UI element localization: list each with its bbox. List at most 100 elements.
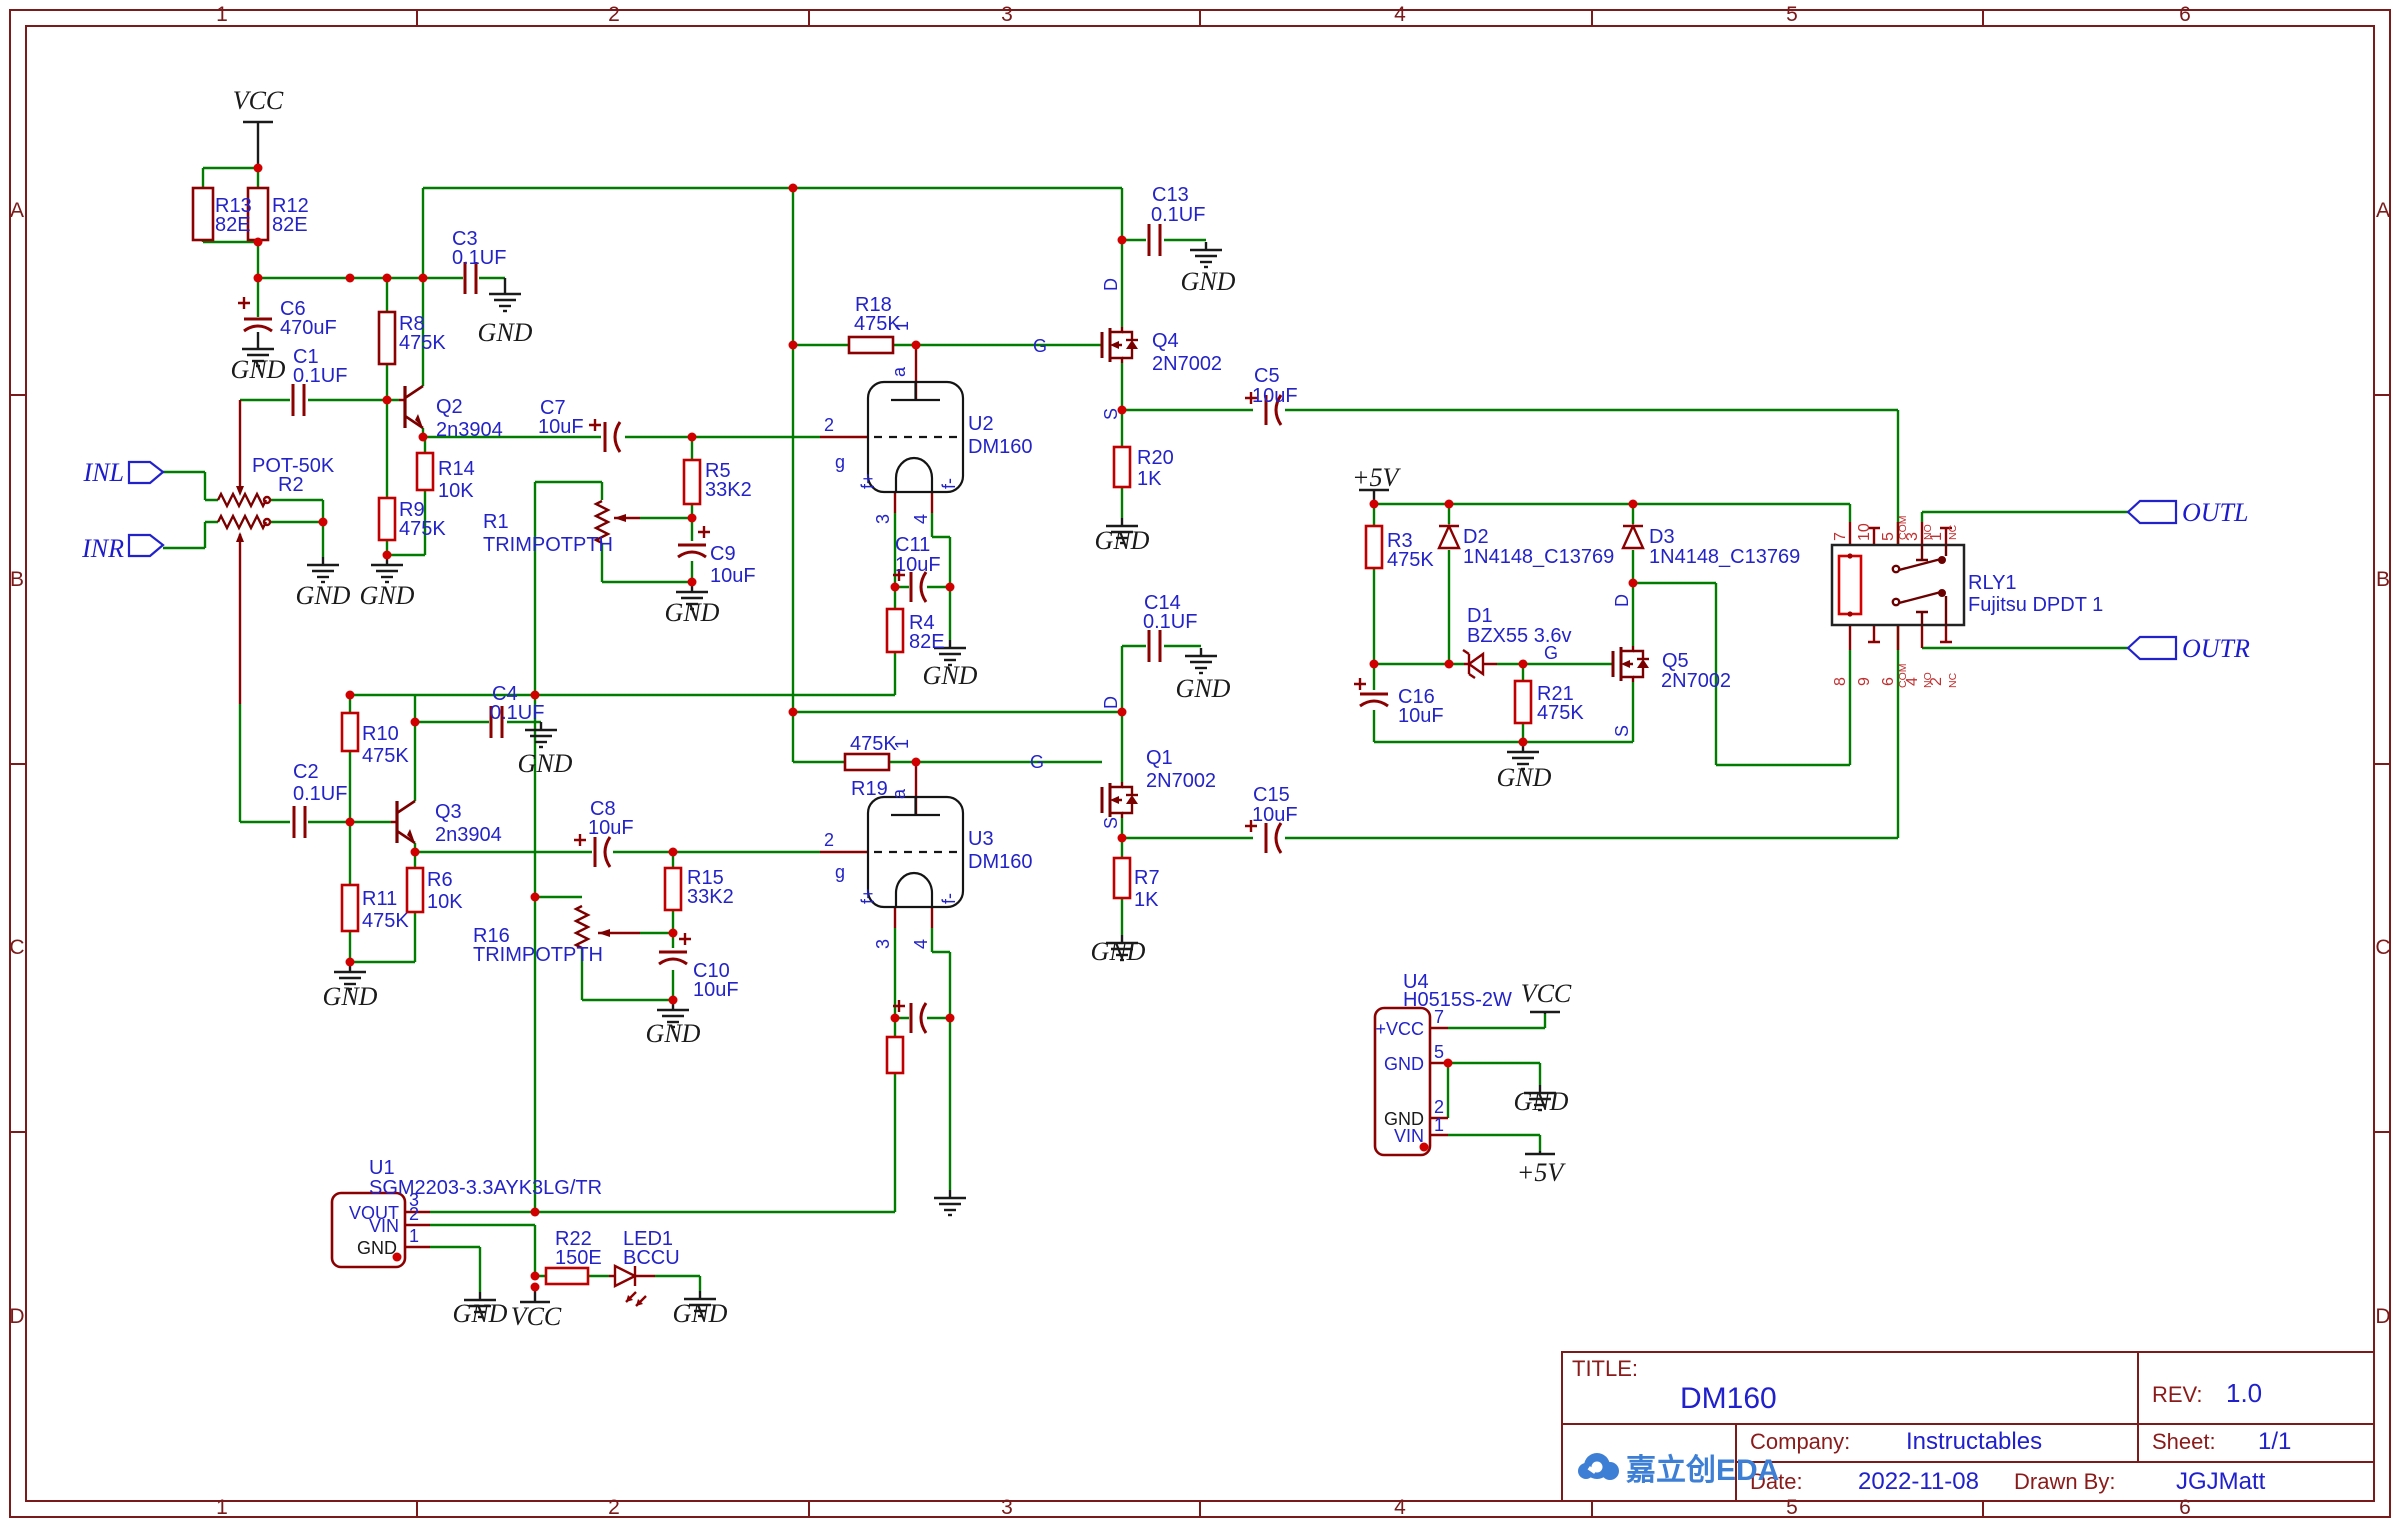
resistor-r9[interactable]	[377, 496, 397, 542]
trimpot-r16[interactable]	[574, 904, 590, 950]
q1-val: 2N7002	[1146, 770, 1216, 792]
u3-pin-fm: f-	[939, 893, 959, 904]
relay-rly1[interactable]	[1830, 543, 1966, 627]
junction-dot	[890, 582, 900, 592]
frame-col-1: 1	[216, 3, 228, 26]
q5-ref: Q5	[1662, 650, 1689, 672]
resistor-r4[interactable]	[885, 607, 905, 654]
resistor-r18[interactable]	[847, 335, 895, 355]
q2-ref: Q2	[436, 396, 463, 418]
diode-d2[interactable]	[1437, 524, 1461, 550]
r20-val: 1K	[1137, 468, 1162, 490]
u4-pin-7: 7	[1434, 1007, 1444, 1027]
resistor-r5[interactable]	[682, 458, 702, 506]
tube-u3[interactable]	[866, 795, 965, 909]
r18-pin1: 1	[892, 321, 912, 331]
r8-ref: R8	[399, 313, 425, 335]
capacitors[interactable]	[238, 222, 1390, 1035]
r21-val: 475K	[1537, 702, 1584, 724]
ic-u1[interactable]	[330, 1191, 407, 1269]
port-flag-outl[interactable]	[2126, 499, 2178, 525]
trimpot-r1-wiper-arrow	[614, 514, 626, 522]
resistor-r8[interactable]	[377, 310, 397, 366]
resistor-r22[interactable]	[544, 1266, 590, 1286]
capacitor-c2[interactable]	[292, 804, 307, 840]
resistor-r13[interactable]	[191, 186, 215, 242]
rly1-pin9: 9	[1856, 677, 1873, 686]
c11-val: 10uF	[895, 554, 941, 576]
capacitor-c12[interactable]	[909, 1001, 928, 1035]
transistor-q3[interactable]	[395, 799, 417, 845]
frame-row-B: B	[2376, 568, 2390, 591]
zener-d1[interactable]	[1462, 649, 1485, 679]
junction-dot	[530, 1271, 540, 1281]
frame-row-D: D	[2375, 1305, 2390, 1328]
pot-r2-lower[interactable]	[216, 514, 268, 530]
resistor-r10[interactable]	[340, 711, 360, 753]
resistor-r19[interactable]	[843, 752, 891, 772]
tube-u2[interactable]	[866, 380, 965, 494]
pot-r2-upper[interactable]	[216, 492, 268, 508]
transistor-q5[interactable]	[1611, 644, 1651, 684]
rly1-com-t: COM	[1897, 516, 1909, 541]
capacitor-c1[interactable]	[291, 382, 306, 418]
q5-pin-d: D	[1612, 594, 1632, 607]
resistor-r7[interactable]	[1112, 856, 1132, 900]
relay-coil-dot-top	[1847, 553, 1853, 559]
port-flag-inr[interactable]	[127, 533, 165, 558]
c3-val: 0.1UF	[452, 247, 506, 269]
junction-dot	[668, 928, 678, 938]
d2-ref: D2	[1463, 526, 1489, 548]
r11-ref: R11	[362, 888, 397, 910]
transistor-q2[interactable]	[403, 384, 425, 430]
resistor-r15[interactable]	[663, 866, 683, 912]
c13-ref: C13	[1152, 184, 1189, 206]
c6-val: 470uF	[280, 317, 337, 339]
r22-ref: R22	[555, 1228, 592, 1250]
capacitor-c9[interactable]	[676, 543, 708, 559]
resistor-r20[interactable]	[1112, 445, 1132, 489]
resistors[interactable]	[191, 186, 1533, 1286]
net-vcc-u4: VCC	[1521, 979, 1572, 1008]
gnd-symbol-c3	[487, 284, 523, 313]
c10-ref: C10	[693, 960, 730, 982]
gnd-c13: GND	[1181, 267, 1236, 296]
port-flag-outr[interactable]	[2126, 635, 2178, 661]
resistor-r14[interactable]	[415, 451, 435, 492]
capacitor-c6[interactable]	[242, 317, 274, 333]
port-flag-inl[interactable]	[127, 460, 165, 485]
resistor-r6[interactable]	[405, 866, 425, 914]
u4-pin-2: 2	[1434, 1097, 1444, 1117]
led-led1[interactable]	[609, 1264, 655, 1307]
transistor-q1[interactable]	[1100, 780, 1140, 820]
capacitor-c13[interactable]	[1147, 222, 1162, 258]
d3-val: 1N4148_C13769	[1649, 546, 1800, 568]
net-vcc-u1: VCC	[511, 1302, 562, 1331]
component-leads	[238, 345, 1952, 1249]
capacitor-c7[interactable]	[603, 420, 622, 454]
diode-d3[interactable]	[1621, 524, 1645, 550]
capacitor-c8[interactable]	[593, 835, 612, 869]
net-p5v-u4: +5V	[1517, 1158, 1567, 1187]
gnd-symbol-c4	[523, 720, 559, 749]
q5-val: 2N7002	[1661, 670, 1731, 692]
capacitor-c15[interactable]	[1264, 821, 1283, 855]
resistor-r11[interactable]	[340, 883, 360, 933]
capacitor-c16[interactable]	[1358, 692, 1390, 708]
transistor-q4[interactable]	[1100, 325, 1140, 365]
resistor-r17[interactable]	[885, 1035, 905, 1075]
capacitor-c11[interactable]	[909, 570, 928, 604]
junction-dot	[345, 273, 355, 283]
u3-pin-2: 2	[824, 830, 834, 850]
capacitor-c14[interactable]	[1147, 628, 1162, 664]
pot-wiper-arrow-upper	[236, 486, 244, 496]
junction-dot	[1444, 499, 1454, 509]
capacitor-c10[interactable]	[657, 950, 689, 966]
r4-val: 82E	[909, 631, 945, 653]
resistor-r3[interactable]	[1364, 524, 1384, 570]
r19-ref: R19	[851, 778, 888, 800]
junction-dot	[382, 550, 392, 560]
ic-u4[interactable]	[1373, 1006, 1432, 1157]
resistor-r21[interactable]	[1513, 679, 1533, 725]
c4-ref: C4	[492, 683, 518, 705]
